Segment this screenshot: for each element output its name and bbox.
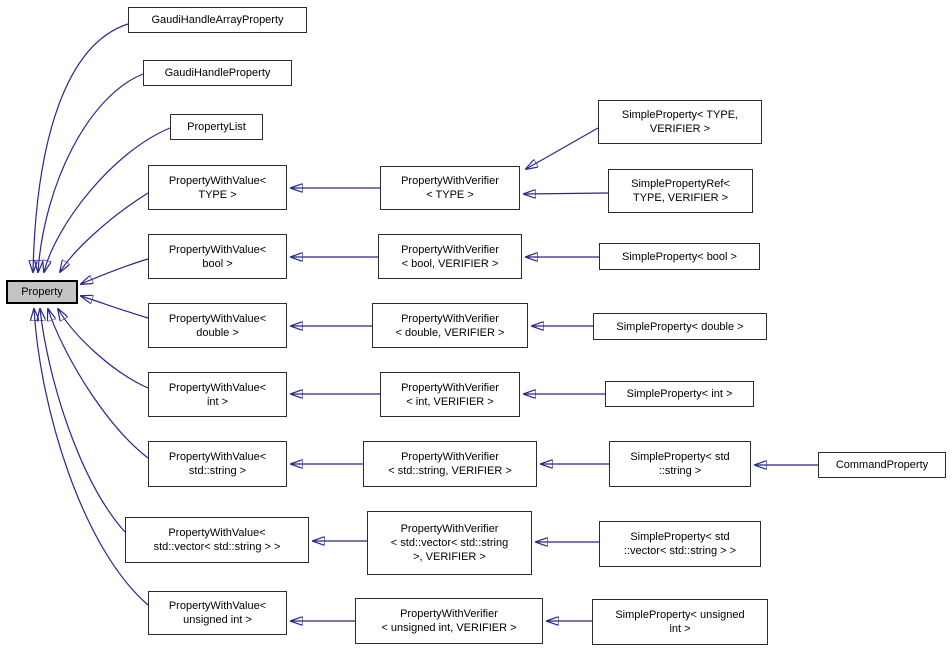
edge-pwv-int-to-property [58, 309, 149, 389]
class-node-gaudi-handle-property[interactable]: GaudiHandleProperty [143, 60, 292, 86]
edge-gaudihandlearrayproperty-to-property [33, 23, 129, 272]
class-node-property-with-verifier-string[interactable]: PropertyWithVerifier < std::string, VERI… [363, 441, 537, 487]
class-node-property-with-verifier-vector[interactable]: PropertyWithVerifier < std::vector< std:… [367, 511, 532, 575]
edge-sp-type-to-pwvf-type [526, 127, 599, 169]
edge-gaudihandleproperty-to-property [38, 73, 144, 272]
class-node-property-with-verifier-type[interactable]: PropertyWithVerifier < TYPE > [380, 166, 520, 210]
edge-pwv-string-to-property [48, 309, 149, 459]
class-node-command-property[interactable]: CommandProperty [818, 452, 946, 478]
class-node-property: Property [6, 280, 78, 304]
class-node-simple-property-bool[interactable]: SimpleProperty< bool > [599, 243, 760, 270]
edge-propertylist-to-property [44, 127, 171, 272]
class-node-property-with-verifier-double[interactable]: PropertyWithVerifier < double, VERIFIER … [372, 303, 528, 348]
class-node-property-with-verifier-unsigned-int[interactable]: PropertyWithVerifier < unsigned int, VER… [355, 598, 543, 644]
class-node-simple-property-type-verifier[interactable]: SimpleProperty< TYPE, VERIFIER > [598, 100, 762, 144]
class-node-property-with-value-type[interactable]: PropertyWithValue< TYPE > [148, 165, 287, 210]
class-node-property-with-value-double[interactable]: PropertyWithValue< double > [148, 303, 287, 348]
class-node-property-with-value-vector[interactable]: PropertyWithValue< std::vector< std::str… [125, 517, 309, 563]
class-node-property-with-verifier-int[interactable]: PropertyWithVerifier < int, VERIFIER > [380, 372, 520, 417]
class-node-property-with-value-bool[interactable]: PropertyWithValue< bool > [148, 234, 287, 279]
edge-pwv-double-to-property [81, 296, 149, 319]
class-node-property-with-verifier-bool[interactable]: PropertyWithVerifier < bool, VERIFIER > [378, 234, 522, 279]
class-node-property-with-value-string[interactable]: PropertyWithValue< std::string > [148, 441, 287, 487]
class-node-simple-property-unsigned-int[interactable]: SimpleProperty< unsigned int > [592, 599, 768, 645]
edge-pwv-vector-to-property [40, 309, 126, 533]
class-node-simple-property-vector[interactable]: SimpleProperty< std ::vector< std::strin… [599, 521, 761, 567]
edge-pwv-type-to-property [60, 192, 149, 272]
class-node-property-list[interactable]: PropertyList [170, 114, 263, 140]
class-node-simple-property-double[interactable]: SimpleProperty< double > [593, 313, 767, 340]
class-node-simple-property-ref-type-verifier[interactable]: SimplePropertyRef< TYPE, VERIFIER > [608, 169, 753, 213]
class-node-property-with-value-unsigned-int[interactable]: PropertyWithValue< unsigned int > [148, 591, 287, 635]
class-node-simple-property-string[interactable]: SimpleProperty< std ::string > [609, 441, 751, 487]
class-node-simple-property-int[interactable]: SimpleProperty< int > [605, 381, 754, 407]
edge-pwv-bool-to-property [81, 258, 149, 284]
edge-spref-type-to-pwvf-type [524, 193, 609, 194]
class-node-gaudi-handle-array-property[interactable]: GaudiHandleArrayProperty [128, 7, 307, 33]
class-node-property-with-value-int[interactable]: PropertyWithValue< int > [148, 372, 287, 417]
edge-pwv-unsigned-to-property [34, 309, 149, 606]
